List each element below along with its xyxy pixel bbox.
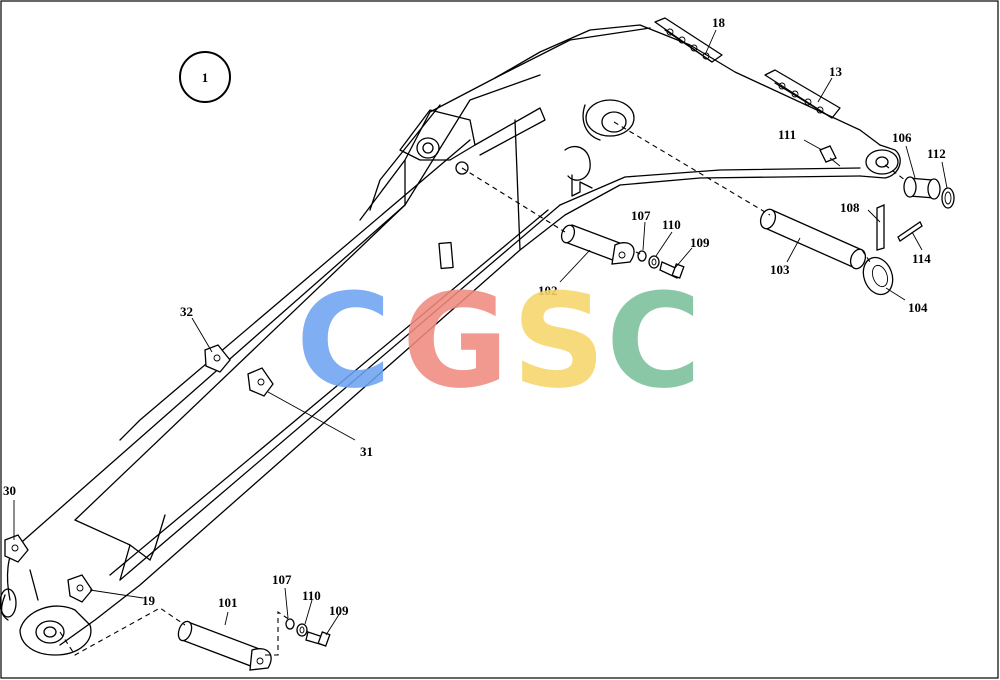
- callout-13: 13: [829, 64, 843, 79]
- assembly-lines: [59, 121, 906, 656]
- callout-labels: 18 13 111 106 112 107 110 109 102 108 11…: [3, 15, 946, 618]
- callout-111: 111: [778, 127, 796, 142]
- excavator-arm: [0, 24, 901, 656]
- figure-number: 1: [202, 70, 209, 85]
- callout-106: 106: [892, 130, 912, 145]
- callout-31: 31: [360, 444, 373, 459]
- callout-32: 32: [180, 304, 193, 319]
- grease-fitting-111: [819, 145, 841, 167]
- pin-102: [560, 224, 635, 265]
- callout-109-lower: 109: [329, 603, 349, 618]
- watermark-letter-s: S: [512, 265, 606, 417]
- fastener-set-upper: [637, 250, 685, 279]
- callout-110-upper: 110: [662, 217, 681, 232]
- callout-108: 108: [840, 200, 860, 215]
- callout-104: 104: [908, 300, 928, 315]
- figure-number-badge: 1: [179, 51, 231, 103]
- lock-plate-108: [876, 204, 885, 251]
- watermark-logo: C G S C: [296, 265, 701, 417]
- watermark-letter-g: G: [402, 265, 509, 417]
- pin-101: [177, 620, 272, 671]
- clamp-19: [67, 574, 93, 603]
- clamp-30: [4, 534, 29, 563]
- bracket-13: [764, 69, 841, 119]
- callout-112: 112: [927, 146, 946, 161]
- callout-102: 102: [538, 283, 558, 298]
- callout-103: 103: [770, 262, 790, 277]
- callout-114: 114: [912, 251, 931, 266]
- pin-103: [759, 208, 867, 270]
- callout-18: 18: [712, 15, 726, 30]
- callout-109-upper: 109: [690, 235, 710, 250]
- clamp-31: [247, 367, 274, 397]
- watermark-letter-c2: C: [606, 265, 701, 417]
- collar-104: [862, 256, 894, 296]
- leader-lines: [13, 29, 948, 636]
- callout-101: 101: [218, 595, 238, 610]
- watermark-letter-c1: C: [296, 265, 391, 417]
- callout-107-upper: 107: [631, 208, 651, 223]
- fastener-set-lower: [285, 618, 331, 647]
- callout-30: 30: [3, 483, 16, 498]
- callout-19: 19: [142, 593, 156, 608]
- clamp-32: [204, 344, 231, 373]
- bracket-18: [654, 17, 723, 63]
- seal-112: [941, 187, 955, 209]
- lock-pin-114: [897, 221, 923, 242]
- callout-110-lower: 110: [302, 588, 321, 603]
- bushing-106: [903, 176, 941, 200]
- callout-107-lower: 107: [272, 572, 292, 587]
